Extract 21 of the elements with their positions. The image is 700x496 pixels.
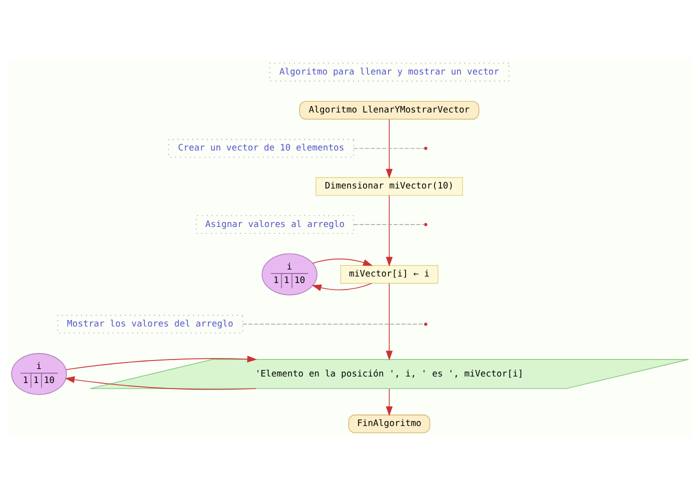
arrow bbox=[66, 356, 257, 370]
node-ellipse: i 1 1 10 bbox=[262, 253, 318, 296]
arrow bbox=[386, 118, 393, 179]
node-ellipse: i 1 1 10 bbox=[11, 353, 67, 396]
connector bbox=[242, 324, 425, 325]
arrow bbox=[386, 283, 393, 361]
node-box: Crear un vector de 10 elementos bbox=[168, 139, 354, 158]
arrow bbox=[312, 282, 372, 292]
node-box: miVector[i] ← i bbox=[340, 265, 438, 284]
node-box: Algoritmo LlenarYMostrarVector bbox=[299, 100, 480, 120]
node-box: FinAlgoritmo bbox=[348, 414, 430, 434]
node-box: Algoritmo para llenar y mostrar un vector bbox=[269, 62, 510, 82]
node-box: Mostrar los valores del arreglo bbox=[57, 314, 243, 334]
connector bbox=[353, 224, 425, 225]
arrow bbox=[386, 195, 393, 267]
arrow bbox=[312, 258, 373, 266]
node-box: Asignar valores al arreglo bbox=[196, 215, 354, 234]
connector bbox=[353, 148, 425, 149]
arrow bbox=[64, 376, 256, 390]
arrow bbox=[386, 388, 393, 416]
node-box: Dimensionar miVector(10) bbox=[315, 177, 464, 196]
